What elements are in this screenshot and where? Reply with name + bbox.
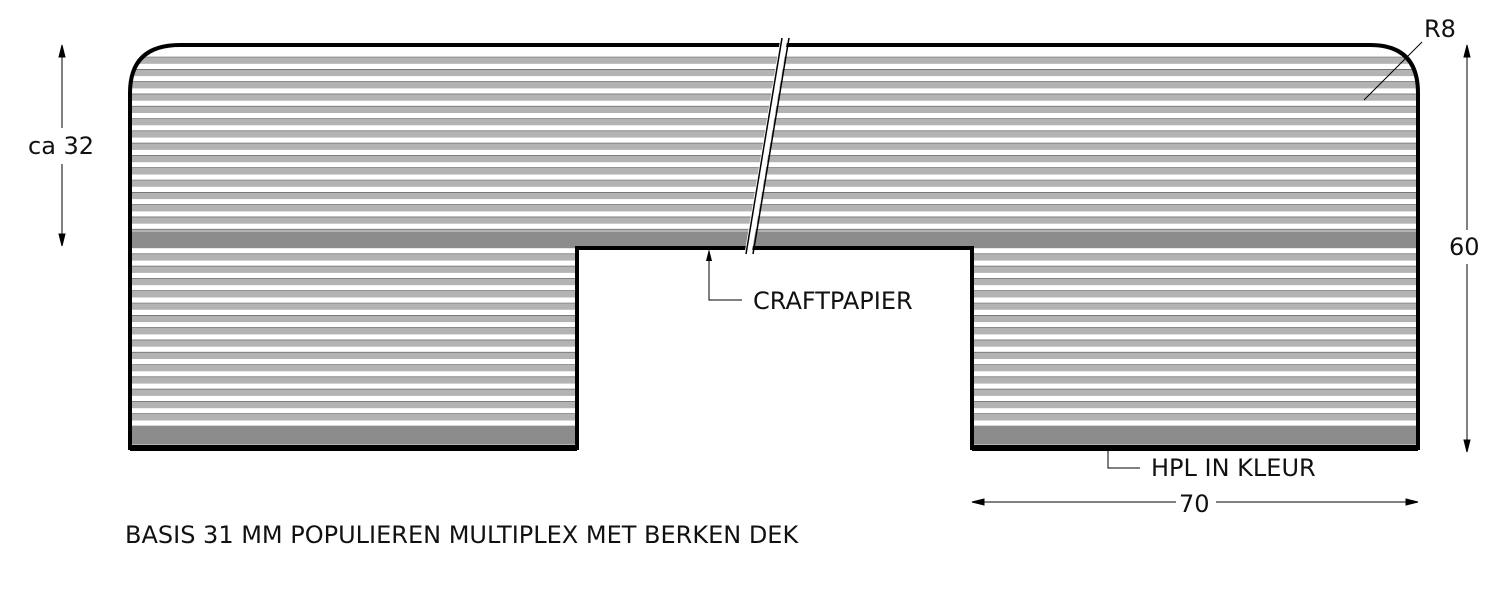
ply-layer (130, 376, 1418, 384)
ply-layer (130, 143, 1418, 150)
label-base-note: BASIS 31 MM POPULIEREN MULTIPLEX MET BER… (125, 521, 799, 549)
label-hpl: HPL IN KLEUR (1151, 454, 1316, 482)
profile-outline (128, 43, 1420, 450)
ply-layer (130, 167, 1418, 175)
craftpaper-leader (708, 252, 742, 301)
ply-layer (130, 216, 1418, 224)
hpl-leader (1107, 451, 1140, 469)
ply-layer (130, 204, 1418, 212)
ply-layer (130, 315, 1418, 323)
ply-layer (130, 192, 1418, 200)
label-radius: R8 (1424, 15, 1456, 43)
label-width-leg: 70 (1179, 490, 1210, 518)
ply-layer (130, 180, 1418, 187)
ply-layer (130, 352, 1418, 359)
ply-layer (130, 278, 1418, 286)
ply-layer (130, 253, 1418, 261)
ply-layer (130, 118, 1418, 126)
ply-layer (130, 57, 1418, 64)
ply-layer (130, 389, 1418, 396)
ply-layer (130, 339, 1418, 347)
ply-layer (130, 266, 1418, 273)
ply-layer (130, 130, 1418, 138)
break-lines (744, 37, 790, 255)
ply-layer (130, 69, 1418, 77)
label-height-partial: ca 32 (28, 132, 94, 160)
ply-layer (130, 413, 1418, 421)
ply-layer (130, 327, 1418, 335)
bottom-ply-band (130, 426, 1418, 444)
ply-layer (130, 364, 1418, 372)
ply-layer (130, 401, 1418, 409)
craft-paper-band (130, 232, 1418, 248)
radius-leader (1363, 41, 1423, 101)
label-height-total: 60 (1449, 233, 1480, 261)
ply-layer (130, 155, 1418, 163)
label-craft-paper: CRAFTPAPIER (753, 287, 913, 315)
